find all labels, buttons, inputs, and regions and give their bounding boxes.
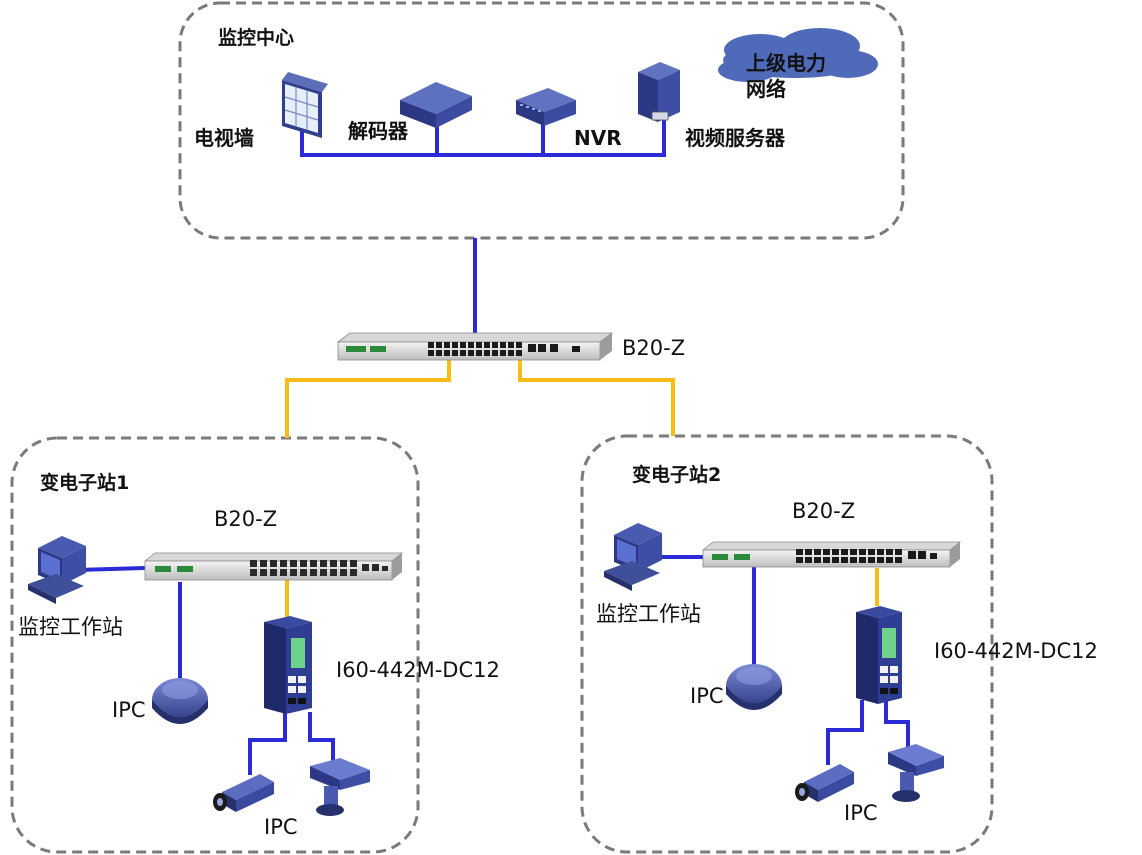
substation-1-dome-ipc-label: IPC (112, 698, 146, 722)
core-switch-label: B20-Z (622, 336, 686, 360)
industrial-switch-icon (856, 606, 902, 704)
upper-network-label: 上级电力 网络 (746, 51, 826, 101)
substation-1-industrial-switch-label: I60-442M-DC12 (336, 658, 500, 682)
video-wall-icon (282, 72, 328, 138)
substation-2-cameras-ipc-label: IPC (844, 801, 878, 825)
substation-2-industrial-switch-label: I60-442M-DC12 (934, 639, 1098, 663)
substation-2-zone (580, 434, 994, 854)
bullet-camera-icon (310, 758, 370, 816)
control-center-title: 监控中心 (218, 27, 295, 49)
switch-icon (701, 541, 962, 568)
substation-links (76, 555, 910, 775)
substation-2-dome-ipc-label: IPC (690, 684, 724, 708)
substation-1-zone (10, 436, 420, 854)
control-center-bus (300, 120, 666, 337)
video-wall-label: 电视墙 (194, 126, 254, 150)
switch-icon (143, 552, 404, 581)
nvr-icon (516, 88, 576, 126)
bullet-camera-icon (213, 774, 274, 812)
switch-icon (336, 332, 614, 361)
bullet-camera-icon (888, 744, 944, 802)
control-center-zone (178, 1, 905, 240)
decoder-icon (400, 82, 472, 128)
dome-camera-icon (152, 678, 208, 724)
server-icon (638, 62, 680, 122)
substation-1-title: 变电子站1 (40, 472, 130, 494)
fiber-links (285, 360, 879, 618)
substation-2-workstation-label: 监控工作站 (596, 602, 701, 626)
substation-1-cameras-ipc-label: IPC (264, 815, 298, 839)
decoder-label: 解码器 (348, 119, 408, 143)
workstation-icon (604, 523, 662, 591)
workstation-icon (28, 536, 86, 604)
industrial-switch-icon (264, 616, 312, 714)
substation-2-switch-label: B20-Z (792, 499, 856, 523)
nvr-label: NVR (574, 126, 622, 150)
substation-1-workstation-label: 监控工作站 (18, 615, 123, 639)
dome-camera-icon (726, 664, 782, 710)
bullet-camera-icon (795, 764, 854, 802)
substation-2-title: 变电子站2 (632, 464, 722, 486)
substation-1-switch-label: B20-Z (214, 507, 278, 531)
video-server-label: 视频服务器 (685, 126, 785, 150)
cloud-icon (718, 28, 878, 82)
